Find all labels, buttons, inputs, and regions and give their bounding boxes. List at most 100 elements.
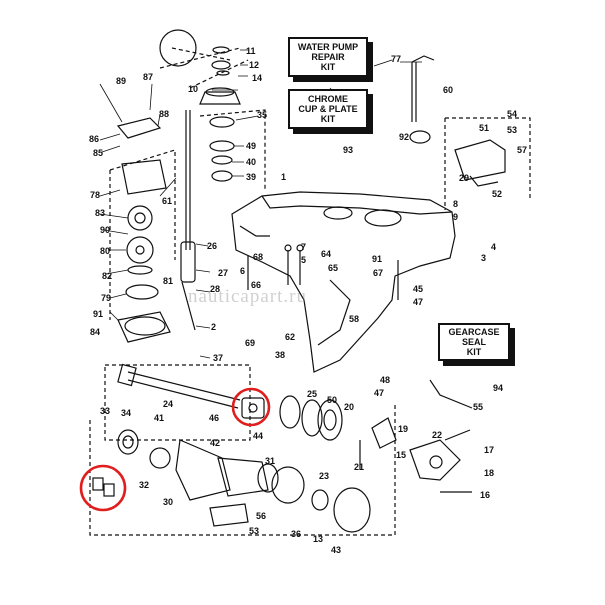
part-label: 86 <box>89 134 99 144</box>
part-label: 60 <box>443 85 453 95</box>
part-label: 23 <box>319 471 329 481</box>
part-label: 91 <box>93 309 103 319</box>
part-label: 78 <box>90 190 100 200</box>
part-label: 7 <box>301 242 306 252</box>
drive-shaft <box>185 110 191 250</box>
part-label: 3 <box>481 253 486 263</box>
part-label: 47 <box>413 297 423 307</box>
pinion-bearing <box>180 241 196 283</box>
kit-line: KIT <box>466 347 482 357</box>
propeller-shaft <box>127 371 241 409</box>
part-label: 62 <box>285 332 295 342</box>
part-label: 22 <box>432 430 442 440</box>
part-label: 30 <box>163 497 173 507</box>
gearcase-housing <box>231 191 456 373</box>
part-label: 88 <box>159 109 169 119</box>
kit-ref-label: 77 <box>391 54 401 64</box>
clutch-dog <box>241 397 265 419</box>
part-label: 58 <box>349 314 359 324</box>
part-label: 66 <box>251 280 261 290</box>
part-label: 26 <box>207 241 217 251</box>
highlight-circles <box>79 387 271 512</box>
part-label: 40 <box>246 157 256 167</box>
part-label: 91 <box>372 254 382 264</box>
part-label: 18 <box>484 468 494 478</box>
part-label: 81 <box>163 276 173 286</box>
part-label: 32 <box>139 480 149 490</box>
part-label: 79 <box>101 293 111 303</box>
kit-line: CUP & PLATE <box>298 104 358 114</box>
part-label: 21 <box>354 462 364 472</box>
part-label: 9 <box>453 212 458 222</box>
highlight-clutch-dog <box>231 387 271 427</box>
highlight-seal-pair <box>79 464 127 512</box>
part-label: 42 <box>210 438 220 448</box>
part-label: 56 <box>256 511 266 521</box>
kit-line: GEARCASE <box>448 327 500 337</box>
part-label: 53 <box>249 526 259 536</box>
part-label: 69 <box>245 338 255 348</box>
part-label: 17 <box>484 445 494 455</box>
part-label: 84 <box>90 327 100 337</box>
part-label: 37 <box>213 353 223 363</box>
part-label: 1 <box>281 172 286 182</box>
part-label: 61 <box>162 196 172 206</box>
part-label: 11 <box>246 46 256 56</box>
water-pump-repair-kit-box: WATER PUMP REPAIR KIT <box>288 37 368 77</box>
part-label: 31 <box>265 456 275 466</box>
part-label: 90 <box>100 225 110 235</box>
kit-line: SEAL <box>461 337 486 347</box>
part-label: 85 <box>93 148 103 158</box>
part-label: 48 <box>380 375 390 385</box>
part-label: 35 <box>257 110 267 120</box>
part-label: 15 <box>396 450 406 460</box>
part-label: 55 <box>473 402 483 412</box>
part-label: 64 <box>321 249 331 259</box>
part-label: 38 <box>275 350 285 360</box>
kit-line: WATER PUMP <box>297 42 359 52</box>
part-label: 24 <box>163 399 173 409</box>
part-label: 8 <box>453 199 458 209</box>
part-label: 54 <box>507 109 517 119</box>
part-label: 83 <box>95 208 105 218</box>
part-label: 16 <box>480 490 490 500</box>
part-label: 14 <box>252 73 262 83</box>
part-label: 27 <box>218 268 228 278</box>
kit-line: CHROME <box>308 94 348 104</box>
kit-line: KIT <box>320 114 336 124</box>
part-label: 68 <box>253 252 263 262</box>
part-label: 12 <box>249 60 259 70</box>
part-label: 51 <box>479 123 489 133</box>
part-label: 41 <box>154 413 164 423</box>
part-label: 49 <box>246 141 256 151</box>
part-label: 36 <box>291 529 301 539</box>
part-label: 45 <box>413 284 423 294</box>
chrome-cup-plate-kit-box: CHROME CUP & PLATE KIT <box>288 89 368 129</box>
gearcase-seal-kit-box: GEARCASE SEAL KIT <box>438 323 510 361</box>
part-label: 43 <box>331 545 341 555</box>
part-label: 28 <box>210 284 220 294</box>
part-label: 52 <box>492 189 502 199</box>
part-label: 53 <box>507 125 517 135</box>
part-label: 6 <box>240 266 245 276</box>
kit-ref-label: 94 <box>493 383 503 393</box>
part-label: 20 <box>344 402 354 412</box>
part-label: 50 <box>327 395 337 405</box>
part-label: 57 <box>517 145 527 155</box>
part-label: 10 <box>188 84 198 94</box>
part-label: 25 <box>307 389 317 399</box>
part-label: 46 <box>209 413 219 423</box>
part-label: 44 <box>253 431 263 441</box>
part-label: 47 <box>374 388 384 398</box>
part-label: 5 <box>301 255 306 265</box>
watermark-text: nauticapart.ru <box>188 286 307 307</box>
part-label: 2 <box>211 322 216 332</box>
part-label: 29 <box>459 173 469 183</box>
part-label: 89 <box>116 76 126 86</box>
part-label: 34 <box>121 408 131 418</box>
part-label: 67 <box>373 268 383 278</box>
water-pump-cover <box>116 117 162 139</box>
kit-ref-label: 93 <box>343 145 353 155</box>
part-label: 33 <box>100 406 110 416</box>
